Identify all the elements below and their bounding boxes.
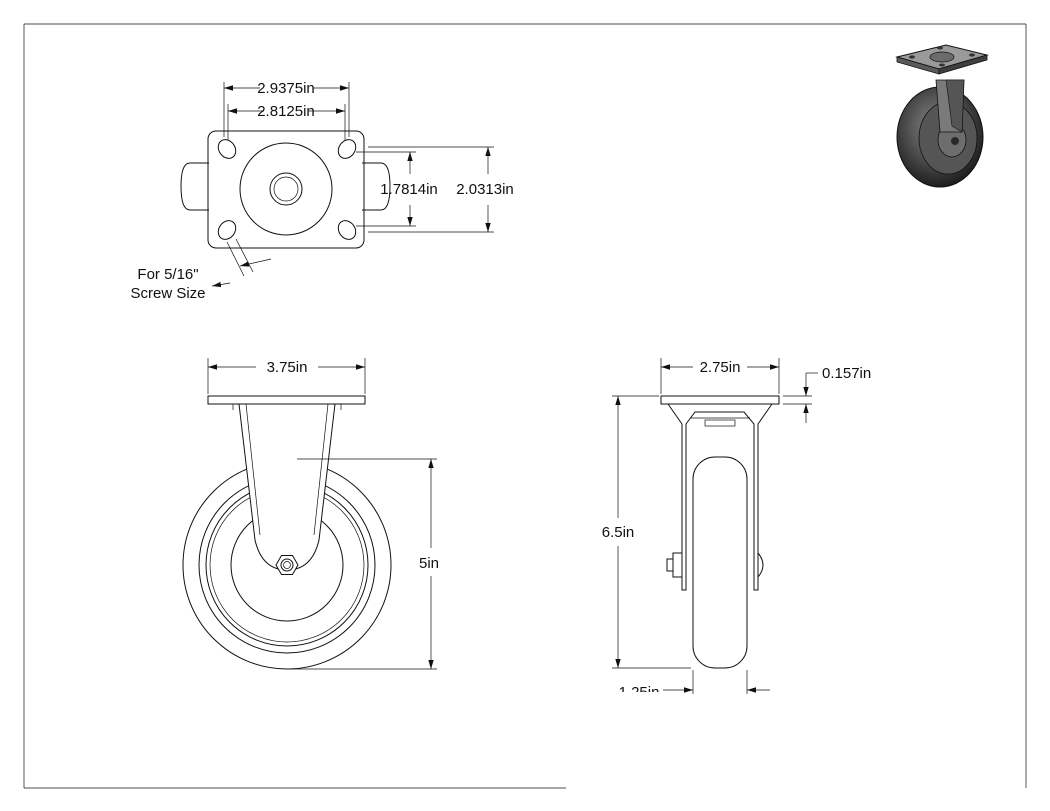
dim-wheel-width: 1.25in [619, 684, 660, 701]
dim-top-height-inner: 1.7814in [380, 181, 438, 198]
side-plate [660, 395, 780, 405]
top-view: 2.9375in 2.8125in 1.7814in 2.0313in For … [130, 80, 513, 302]
isometric-thumbnail [895, 44, 989, 188]
sheet-border [23, 23, 1027, 789]
top-view-boss [239, 142, 333, 236]
top-view-plate [207, 130, 365, 249]
screw-note-line2: Screw Size [130, 285, 205, 302]
side-fork [667, 403, 773, 591]
dim-top-width-outer: 2.9375in [257, 80, 315, 97]
top-view-left-bump [180, 162, 209, 211]
mount-hole [217, 139, 237, 159]
mount-hole [337, 139, 357, 159]
dim-plate-thickness: 0.157in [822, 365, 871, 382]
screw-note-line1: For 5/16" [137, 266, 198, 283]
dim-side-plate-width: 2.75in [700, 359, 741, 376]
front-plate [207, 395, 366, 405]
side-wheel [692, 456, 748, 669]
dim-front-plate-width: 3.75in [267, 359, 308, 376]
dim-overall-height: 6.5in [602, 524, 635, 541]
side-axle-nut [672, 552, 683, 578]
dim-top-height-outer: 2.0313in [456, 181, 514, 198]
front-view: 3.75in 5in [182, 358, 439, 670]
front-fork [238, 403, 336, 571]
top-view-boss-inner [269, 172, 303, 206]
dim-wheel-diameter: 5in [419, 555, 439, 572]
axle-nut [275, 555, 299, 575]
top-view-right-bump [362, 162, 391, 211]
mount-hole [337, 220, 357, 240]
mount-hole [217, 220, 237, 240]
dim-top-width-inner: 2.8125in [257, 103, 315, 120]
side-view: 2.75in 0.157in 6.5in 1.25in [602, 358, 871, 701]
